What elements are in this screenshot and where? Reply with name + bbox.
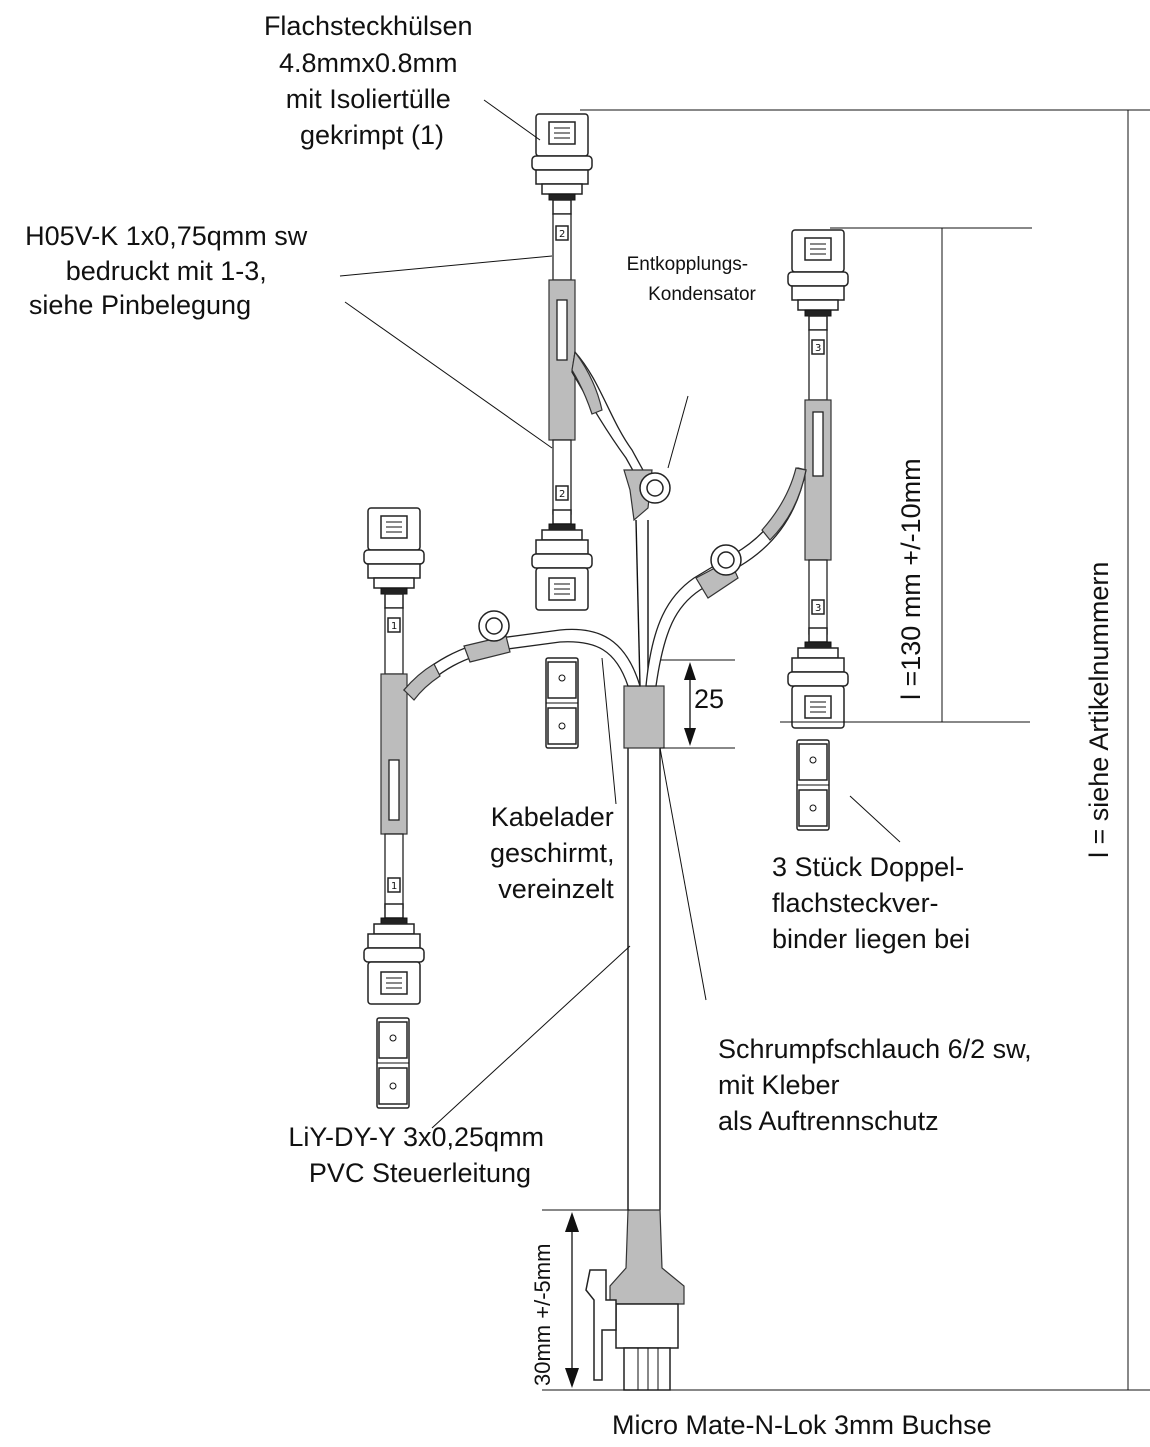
dimension-130mm (780, 227, 1032, 723)
label-25: 25 (694, 684, 724, 714)
label-entkopplungs-kondensator: Entkopplungs- Kondensator (627, 254, 757, 305)
branch-pin-3 (645, 229, 849, 729)
label-30mm: 30mm +/-5mm (530, 1244, 555, 1386)
label-total-length: l = siehe Artikelnummern (1084, 562, 1114, 858)
wire-number-2-top: 2 (559, 229, 565, 240)
dimension-total (580, 109, 1150, 1391)
dimension-25 (660, 659, 735, 749)
micro-mate-n-lok-connector (585, 1209, 685, 1391)
wire-number-3-top: 3 (815, 343, 821, 354)
label-h05v-k: H05V-K 1x0,75qmm sw bedruckt mit 1-3, si… (25, 221, 315, 320)
wire-number-3-bottom: 3 (815, 603, 821, 614)
label-micro-mate-n-lok: Micro Mate-N-Lok 3mm Buchse (612, 1410, 992, 1440)
leader-lines (339, 99, 901, 1129)
branch-pin-1 (363, 507, 641, 1005)
label-schrumpfschlauch: Schrumpfschlauch 6/2 sw, mit Kleber als … (718, 1034, 1039, 1136)
branch-pin-2 (531, 113, 671, 687)
wire-number-markers: 2 2 3 3 1 1 (387, 225, 825, 893)
label-liy-dy-y: LiY-DY-Y 3x0,25qmm PVC Steuerleitung (288, 1122, 551, 1188)
wire-number-1-top: 1 (391, 621, 397, 632)
label-kabelader: Kabelader geschirmt, vereinzelt (490, 802, 622, 904)
wire-number-2-bottom: 2 (559, 489, 565, 500)
label-130mm: l =130 mm +/-10mm (896, 458, 926, 700)
main-cable (623, 685, 665, 1210)
double-connector-2 (796, 739, 830, 831)
dimension-30mm (542, 1209, 630, 1391)
double-connector-1 (545, 657, 579, 749)
wire-number-1-bottom: 1 (391, 881, 397, 892)
double-connector-3 (376, 1017, 410, 1109)
label-doppelflachsteckverbinder: 3 Stück Doppel- flachsteckver- binder li… (772, 852, 972, 954)
label-flachsteckhuelsen: Flachsteckhülsen 4.8mmx0.8mm mit Isolier… (264, 11, 480, 150)
